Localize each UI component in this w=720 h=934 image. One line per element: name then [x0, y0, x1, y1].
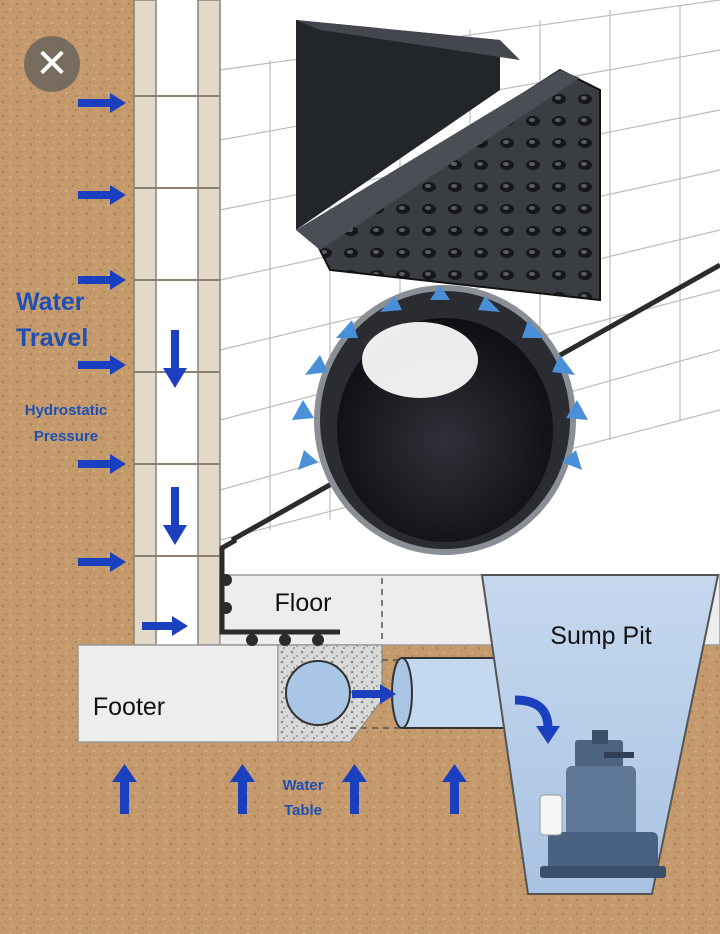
label-floor: Floor: [275, 589, 332, 617]
down-arrow: [163, 487, 187, 545]
wall-down-arrows: [163, 330, 187, 545]
label-water-table-1: Water: [282, 777, 323, 794]
sump-pump: [539, 730, 666, 878]
up-arrow: [230, 764, 255, 814]
label-hydrostatic-2: Pressure: [34, 428, 98, 445]
flow-to-pipe-arrow: [352, 684, 396, 704]
pressure-arrow: [142, 616, 188, 636]
label-hydrostatic-1: Hydrostatic: [25, 402, 108, 419]
perforated-channel: [296, 20, 601, 302]
pressure-arrow: [78, 185, 126, 205]
pressure-arrow: [78, 454, 126, 474]
discharge-curve-arrow: [514, 695, 560, 744]
water-table-arrows: [112, 764, 467, 814]
pipe-cross-section: [314, 285, 576, 555]
wall-channel: [219, 537, 340, 635]
pipe-flow-arrows: [292, 285, 588, 470]
pressure-arrow: [78, 355, 126, 375]
down-arrow: [163, 330, 187, 388]
label-sump-pit: Sump Pit: [550, 622, 651, 650]
pressure-arrow: [78, 93, 126, 113]
close-icon: ✕: [35, 41, 69, 87]
close-button[interactable]: ✕: [24, 36, 80, 92]
block-wall: [133, 0, 221, 646]
pressure-arrow: [78, 552, 126, 572]
up-arrow: [442, 764, 467, 814]
drain-pipe-section: [285, 660, 351, 726]
up-arrow: [112, 764, 137, 814]
label-water-travel-1: Water: [16, 288, 85, 316]
hydrostatic-arrows: [78, 93, 188, 636]
label-footer: Footer: [93, 693, 165, 721]
channel-dots: [220, 574, 324, 646]
label-water-table-2: Table: [284, 802, 322, 819]
up-arrow: [342, 764, 367, 814]
label-water-travel-2: Travel: [16, 324, 88, 352]
pressure-arrow: [78, 270, 126, 290]
